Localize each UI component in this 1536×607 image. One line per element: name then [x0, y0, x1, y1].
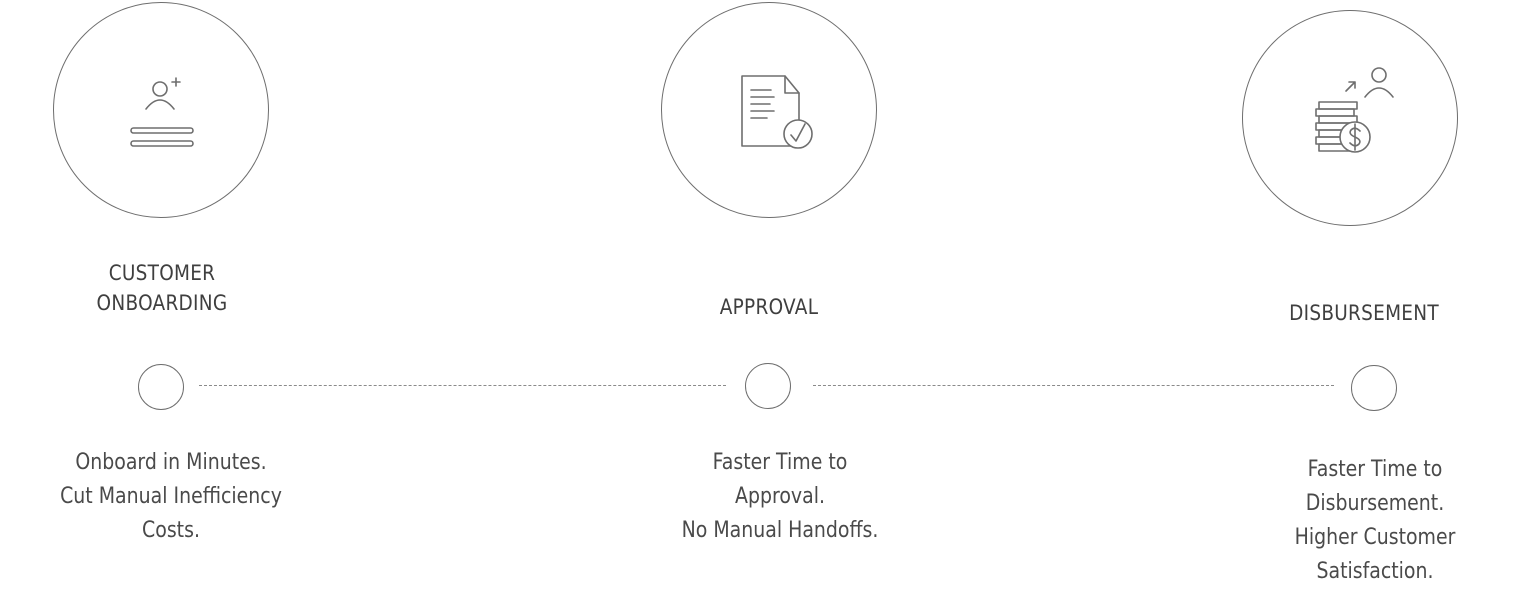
add-user-icon	[130, 77, 194, 147]
stage-title-disbursement: DISBURSEMENT	[1289, 301, 1439, 325]
approval-circle	[661, 2, 877, 218]
description-line: Higher Customer	[1294, 525, 1456, 550]
description-line: Disbursement.	[1305, 491, 1445, 516]
description-line: Approval.	[735, 484, 825, 509]
disbursement-circle	[1242, 10, 1458, 226]
description-line: Onboard in Minutes.	[75, 450, 267, 475]
stage-title-approval: APPROVAL	[719, 295, 819, 319]
description-line: Costs.	[142, 518, 200, 543]
description-onboarding: Onboard in Minutes. Cut Manual Inefficie…	[33, 446, 308, 548]
description-line: Satisfaction.	[1316, 559, 1434, 584]
stage-title-onboarding: CUSTOMER ONBOARDING	[96, 261, 228, 315]
description-approval: Faster Time to Approval. No Manual Hando…	[642, 446, 917, 548]
description-line: No Manual Handoffs.	[681, 518, 879, 543]
dashed-connector-2	[813, 385, 1334, 386]
coins-user-icon	[1315, 67, 1394, 153]
timeline-node-onboarding	[138, 364, 184, 410]
description-line: Faster Time to	[712, 450, 848, 475]
document-check-icon	[741, 75, 813, 149]
description-line: Cut Manual Inefficiency	[60, 484, 282, 509]
dashed-connector-1	[199, 385, 726, 386]
description-disbursement: Faster Time to Disbursement. Higher Cust…	[1237, 453, 1512, 589]
onboarding-circle	[53, 2, 269, 218]
timeline-node-disbursement	[1351, 365, 1397, 411]
description-line: Faster Time to	[1307, 457, 1443, 482]
timeline-node-approval	[745, 363, 791, 409]
